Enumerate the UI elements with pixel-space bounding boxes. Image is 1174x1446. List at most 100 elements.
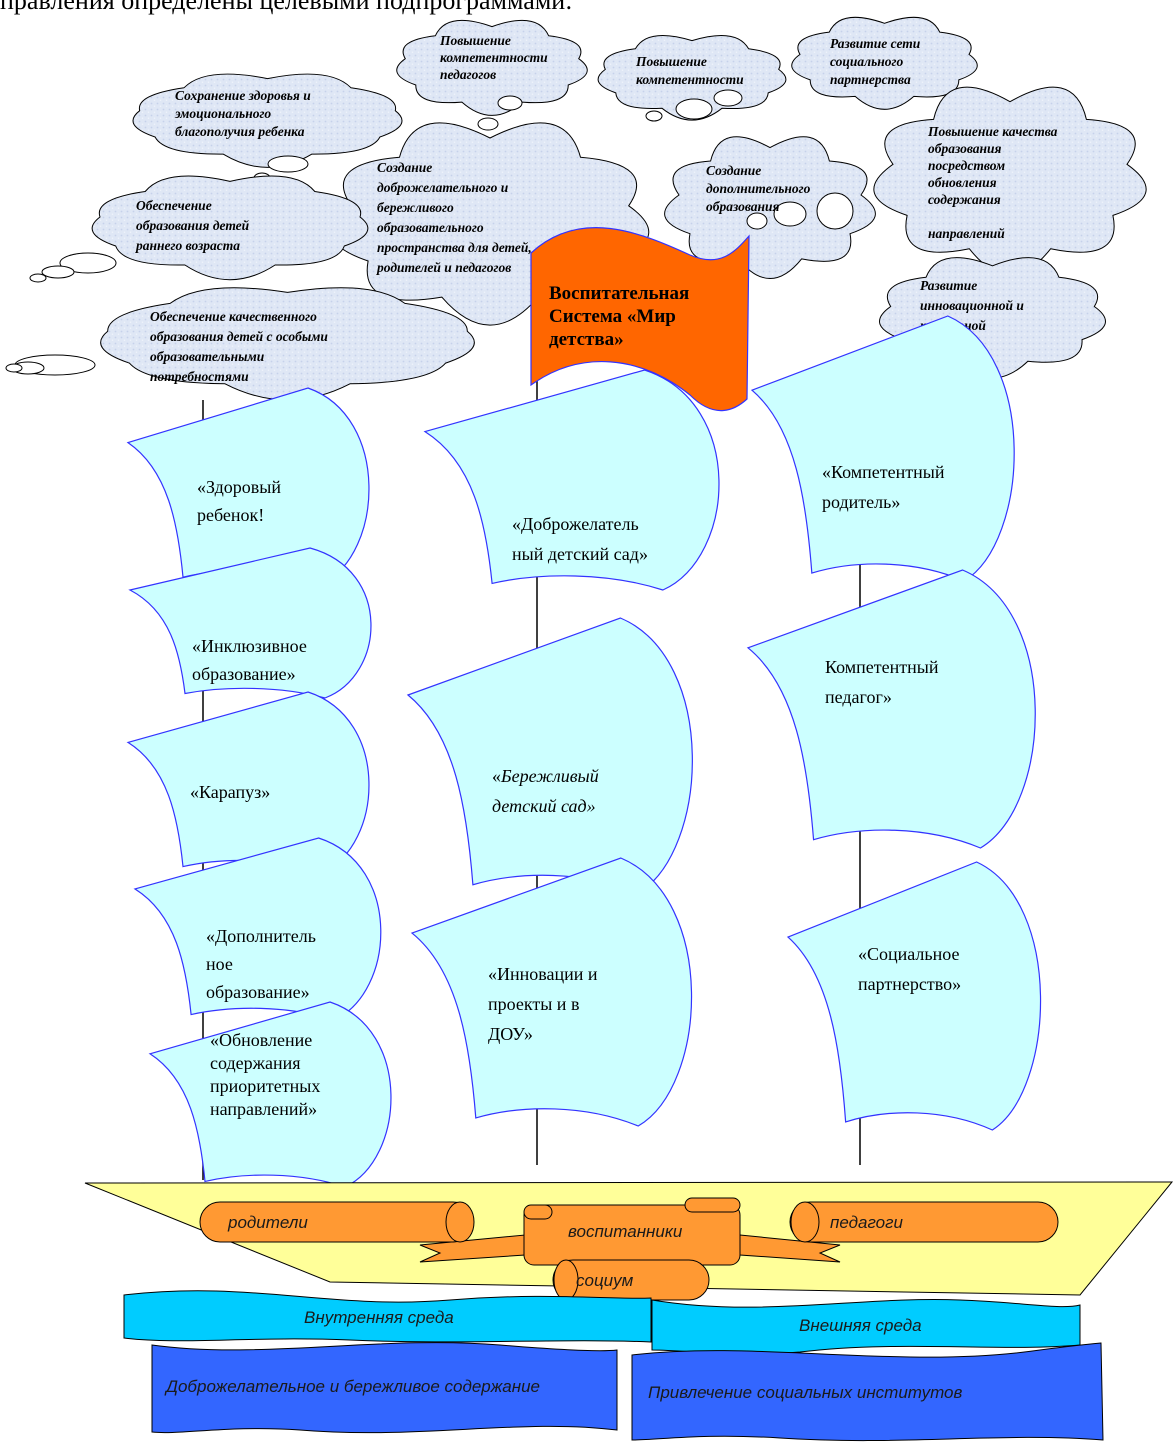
sail-text-line: «Здоровый: [197, 477, 281, 497]
sail-shape: [148, 1001, 392, 1188]
pupils-label: воспитанники: [568, 1222, 683, 1241]
flag-line-3: детства»: [549, 329, 624, 350]
cloud-bubble: [267, 155, 309, 173]
teachers-scroll-end: [790, 1201, 820, 1243]
flag-shape: [530, 227, 750, 412]
cloud-text-line: Повышение: [439, 33, 511, 48]
sail-shape: [746, 569, 1036, 849]
sail-6: «Доброжелатель ный детский сад»: [423, 369, 720, 591]
cloud-text-line: Создание: [377, 160, 432, 175]
pupils-banner-top-curl-right: [684, 1197, 741, 1213]
sail-1: «Здоровый ребенок!: [126, 387, 370, 584]
sail-text-line: образование»: [206, 982, 310, 1002]
sail-shape: [128, 547, 372, 699]
cloud-shape: [873, 86, 1147, 275]
cloud-4: Сохранение здоровья иэмоциональногоблаго…: [132, 73, 403, 184]
flag-line-1: Воспитательная: [549, 283, 689, 304]
sail-text-line: образование»: [192, 664, 296, 684]
sail-text-line: ДОУ»: [488, 1024, 533, 1044]
sail-text-line: ное: [206, 954, 233, 974]
cloud-text-line: доброжелательного и: [377, 180, 509, 195]
external-label: Внешняя среда: [799, 1316, 922, 1335]
page-heading: правления определены целевыми подпрограм…: [0, 0, 573, 15]
society-scroll-end: [553, 1259, 579, 1301]
teachers-label: педагоги: [830, 1213, 904, 1232]
sail-group: «Здоровый ребенок! «Инклюзивное образование…: [126, 315, 1042, 1188]
sail-text-line: «Социальное: [858, 944, 959, 964]
cloud-text-line: раннего возраста: [135, 238, 240, 253]
cloud-text-line: Повышение качества: [927, 124, 1058, 139]
sail-shape: [750, 315, 1015, 582]
cloud-bubble: [41, 265, 75, 279]
cloud-text-line: компетентности: [636, 72, 744, 87]
sail-text-line: «Бережливый: [492, 766, 599, 786]
cloud-text-line: благополучия ребенка: [175, 124, 305, 139]
cloud-text-line: посредством: [928, 158, 1005, 173]
cloud-text-line: содержания: [928, 192, 1001, 207]
benevolent-label: Доброжелательное и бережливое содержание: [164, 1377, 540, 1396]
sail-10: Компетентный педагог»: [746, 569, 1036, 849]
cloud-text-line: родителей и педагогов: [376, 260, 511, 275]
pupils-banner-top-curl-left: [523, 1204, 553, 1220]
cloud-text-line: Создание: [706, 163, 761, 178]
sail-text-line: «Инклюзивное: [192, 636, 307, 656]
cloud-bubble: [713, 89, 743, 107]
sail-text-line: педагог»: [825, 687, 892, 707]
sail-2: «Инклюзивное образование»: [128, 547, 372, 699]
cloud-shape: [91, 175, 369, 281]
cloud-shape: [791, 16, 978, 110]
internal-label: Внутренняя среда: [304, 1308, 454, 1327]
sail-text-line: «Доброжелатель: [512, 514, 639, 534]
pupils-banner-ribbon: [419, 1234, 526, 1263]
cloud-text-line: обновления: [928, 175, 997, 190]
sail-text-line: детский сад»: [492, 796, 596, 816]
sail-text-quote: «: [492, 766, 501, 786]
cloud-text-line: образования детей: [136, 218, 250, 233]
cloud-shape: [132, 73, 403, 168]
cloud-text-line: образования: [928, 141, 1002, 156]
cloud-bubble: [497, 95, 523, 111]
cloud-text-line: Развитие: [920, 278, 977, 293]
flag: Воспитательная Система «Мир детства»: [530, 227, 750, 412]
waves: Внутренняя среда Внешняя среда Доброжела…: [123, 1290, 1104, 1442]
cloud-text-line: пространства для детей,: [377, 240, 532, 255]
sail-text-line: родитель»: [822, 492, 900, 512]
sail-text-line: «Инновации и: [488, 964, 598, 984]
cloud-text-line: дополнительного: [706, 181, 811, 196]
internal-wave: [123, 1290, 652, 1343]
cloud-text-line: социального: [830, 54, 903, 69]
cloud-text-line: Развитие сети: [830, 36, 921, 51]
cloud-text-line: компетентности: [440, 50, 548, 65]
cloud-shape: [396, 19, 588, 116]
sail-shape: [423, 369, 720, 591]
cloud-text-line: направлений: [928, 226, 1005, 241]
cloud-bubble: [5, 363, 23, 373]
sail-text-line: содержания: [210, 1053, 301, 1073]
sail-shape: [786, 861, 1042, 1131]
cloud-text-line: Обеспечение: [136, 198, 212, 213]
sail-shape: [133, 837, 382, 1021]
cloud-text-line: Обеспечение качественного: [150, 309, 317, 324]
cloud-bubble: [645, 110, 663, 122]
sail-text-line: ребенок!: [197, 505, 264, 525]
cloud-text-line: образования: [706, 199, 780, 214]
cloud-text-line: инновационной и: [920, 298, 1024, 313]
sail-text-line: «Обновление: [210, 1030, 312, 1050]
cloud-text-line: бережливого: [377, 200, 454, 215]
sail-text-line: ный детский сад»: [512, 544, 648, 564]
cloud-bubble: [773, 201, 807, 227]
hull: воспитанники родители педагоги социум: [84, 1181, 1174, 1301]
cloud-bubble: [675, 98, 713, 120]
sail-text-line: Компетентный: [825, 657, 939, 677]
cloud-shape: [664, 136, 876, 279]
cloud-8: Обеспечение образования детей раннего возр…: [29, 175, 369, 283]
